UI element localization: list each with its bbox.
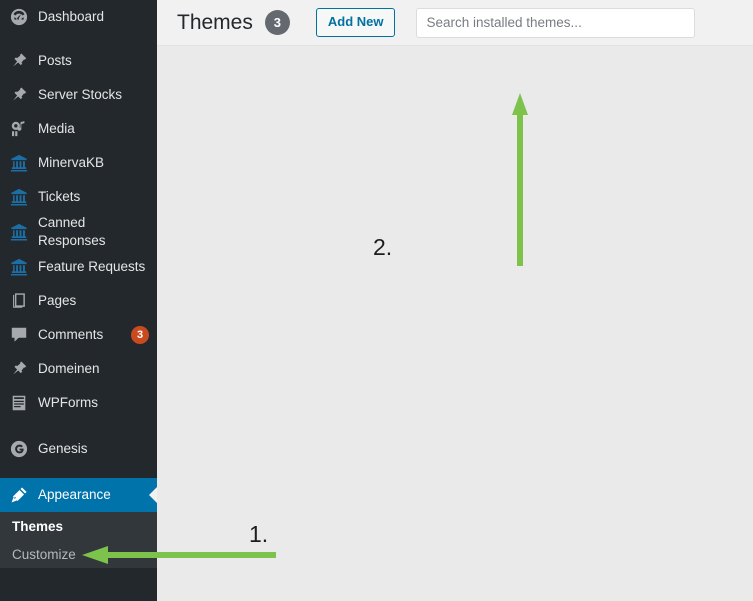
comment-icon — [8, 325, 30, 345]
sidebar-item-feature-requests[interactable]: Feature Requests — [0, 250, 157, 284]
sidebar-item-wpforms[interactable]: WPForms — [0, 386, 157, 420]
sidebar-item-posts[interactable]: Posts — [0, 44, 157, 78]
sidebar-item-appearance[interactable]: Appearance — [0, 478, 157, 513]
sidebar-item-badge: 3 — [131, 326, 149, 345]
sidebar-item-label: Server Stocks — [38, 86, 123, 102]
sidebar-item-label: Dashboard — [38, 8, 105, 24]
bank-icon — [8, 187, 30, 207]
submenu-item-label: Customize — [12, 546, 76, 562]
bank-icon — [8, 222, 30, 242]
theme-count-badge: 3 — [264, 10, 290, 35]
sidebar-item-label: Posts — [38, 52, 72, 68]
bank-icon — [8, 257, 30, 277]
sidebar-item-label: Pages — [38, 293, 77, 309]
sidebar-item-genesis[interactable]: Genesis — [0, 432, 157, 466]
pin-icon — [8, 51, 30, 71]
sidebar-item-label: Feature Requests — [38, 259, 146, 275]
sidebar-item-label: MinervaKB — [38, 154, 105, 170]
current-menu-pointer-icon — [149, 487, 157, 504]
page-title: Themes — [177, 11, 253, 34]
sidebar-item-pages[interactable]: Pages — [0, 284, 157, 318]
sidebar-item-domeinen[interactable]: Domeinen — [0, 352, 157, 386]
search-input[interactable] — [416, 7, 696, 38]
sidebar-item-label: Appearance — [38, 487, 111, 503]
form-icon — [8, 393, 30, 413]
sidebar-item-tickets[interactable]: Tickets — [0, 180, 157, 214]
sidebar-item-label: Tickets — [38, 188, 81, 204]
sidebar-item-label: Genesis — [38, 441, 88, 457]
annotation-label-1: 1. — [249, 521, 269, 547]
sidebar-item-label: Comments — [38, 327, 104, 343]
brush-icon — [8, 485, 30, 505]
sidebar-item-canned-responses[interactable]: Canned Responses — [0, 214, 157, 250]
add-new-button[interactable]: Add New — [315, 8, 396, 37]
main-content: Themes 3 Add New 2. — [157, 0, 753, 601]
pages-icon — [8, 291, 30, 311]
themes-content-area: 2. — [157, 46, 753, 600]
annotation-arrow-up — [512, 93, 528, 266]
genesis-icon — [8, 439, 30, 459]
sidebar-item-label: Domeinen — [38, 361, 100, 377]
submenu-item-themes[interactable]: Themes — [0, 512, 157, 541]
sidebar-item-dashboard[interactable]: Dashboard — [0, 0, 157, 34]
dashboard-icon — [8, 7, 30, 27]
media-icon — [8, 119, 30, 139]
sidebar-item-media[interactable]: Media — [0, 112, 157, 146]
sidebar-item-label: Media — [38, 120, 75, 136]
sidebar-item-comments[interactable]: Comments 3 — [0, 318, 157, 352]
submenu-item-label: Themes — [12, 518, 64, 534]
sidebar-item-server-stocks[interactable]: Server Stocks — [0, 78, 157, 112]
pin-icon — [8, 85, 30, 105]
sidebar-item-label: Canned Responses — [38, 215, 106, 249]
bank-icon — [8, 153, 30, 173]
annotation-arrow-left — [82, 546, 276, 564]
sidebar-item-label: WPForms — [38, 395, 98, 411]
pin-icon — [8, 359, 30, 379]
annotation-label-2: 2. — [373, 234, 393, 260]
page-toolbar: Themes 3 Add New — [157, 0, 753, 46]
sidebar-item-minervakb[interactable]: MinervaKB — [0, 146, 157, 180]
